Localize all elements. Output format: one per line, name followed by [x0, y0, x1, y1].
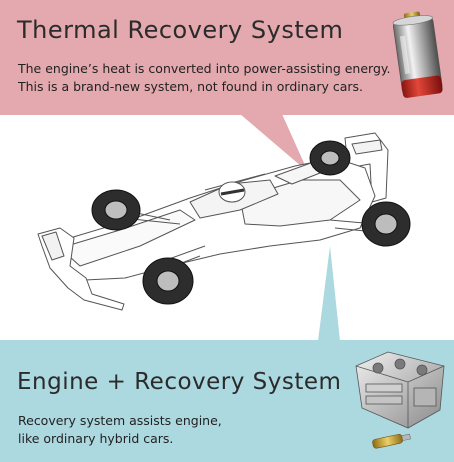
battery-icon — [392, 11, 443, 98]
thermal-recovery-description: The engine’s heat is converted into powe… — [18, 60, 390, 96]
thermal-desc-line-2: This is a brand-new system, not found in… — [18, 79, 363, 94]
formula-car-illustration — [37, 132, 411, 311]
engine-desc-line-2: like ordinary hybrid cars. — [18, 431, 174, 446]
thermal-recovery-title: Thermal Recovery System — [17, 16, 344, 44]
car-tyres — [91, 140, 411, 305]
engine-callout-pointer — [318, 246, 340, 341]
thermal-recovery-panel — [0, 0, 454, 115]
thermal-callout-pointer — [240, 114, 308, 172]
thermal-desc-line-1: The engine’s heat is converted into powe… — [18, 61, 391, 76]
engine-block-icon — [355, 351, 445, 449]
driver-helmet — [218, 181, 246, 203]
engine-desc-line-1: Recovery system assists engine, — [18, 413, 222, 428]
engine-recovery-title: Engine + Recovery System — [17, 369, 342, 395]
engine-recovery-description: Recovery system assists engine, like ord… — [18, 412, 222, 448]
